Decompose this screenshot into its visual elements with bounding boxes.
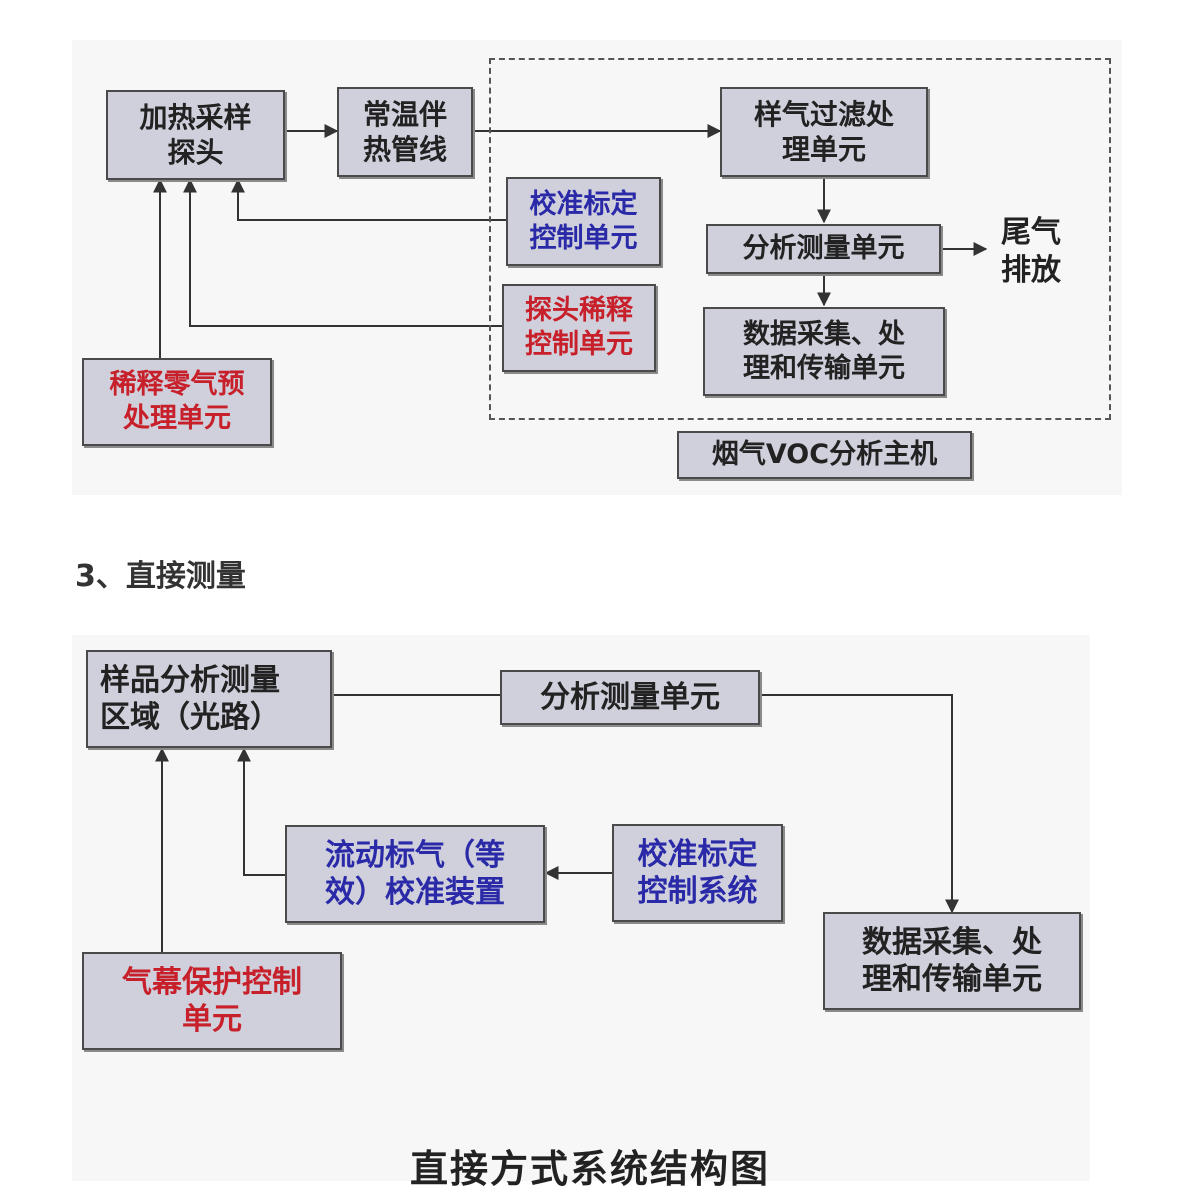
flow-calibration-device-box: 流动标气（等 效）校准装置: [285, 825, 545, 923]
analysis-measurement-unit-label: 分析测量单元: [540, 679, 720, 715]
filter-unit-box: 样气过滤处 理单元: [720, 87, 928, 177]
heated-sampling-probe-label: 加热采样 探头: [139, 101, 252, 169]
heat-traced-line-box: 常温伴 热管线: [337, 87, 473, 177]
calibration-control-box: 校准标定 控制单元: [506, 177, 661, 266]
probe-dilution-control-label: 探头稀释 控制单元: [525, 295, 633, 360]
analyzer-host-boundary: [489, 58, 1111, 420]
arrow-flow-to-sample: [237, 747, 285, 876]
calibration-control-system-box: 校准标定 控制系统: [612, 824, 783, 922]
air-curtain-protection-label: 气幕保护控制 单元: [122, 964, 302, 1038]
data-transmission-unit-box: 数据采集、处 理和传输单元: [823, 912, 1081, 1010]
air-curtain-protection-box: 气幕保护控制 单元: [82, 952, 342, 1050]
data-processing-unit-box: 数据采集、处 理和传输单元: [703, 307, 945, 396]
sample-measurement-area-box: 样品分析测量 区域（光路）: [86, 650, 332, 748]
heat-traced-line-label: 常温伴 热管线: [362, 98, 447, 166]
filter-unit-label: 样气过滤处 理单元: [753, 98, 894, 166]
dilution-gas-pretreatment-label: 稀释零气预 处理单元: [109, 369, 245, 434]
section-heading: 3、直接测量: [75, 559, 246, 594]
dilution-gas-pretreatment-box: 稀释零气预 处理单元: [82, 358, 272, 446]
arrow-calibration-to-probe: [231, 178, 508, 221]
data-processing-unit-label: 数据采集、处 理和传输单元: [743, 318, 905, 384]
analyzer-host-label: 烟气VOC分析主机: [711, 439, 938, 471]
probe-dilution-control-box: 探头稀释 控制单元: [502, 284, 656, 372]
analysis-unit-label: 分析测量单元: [742, 233, 905, 265]
flow-calibration-device-label: 流动标气（等 效）校准装置: [325, 837, 505, 911]
analysis-measurement-unit-box: 分析测量单元: [500, 670, 760, 725]
analyzer-host-box: 烟气VOC分析主机: [677, 431, 972, 479]
arrow-dilution-control-to-probe: [183, 178, 502, 327]
analysis-unit-box: 分析测量单元: [706, 224, 941, 274]
heated-sampling-probe-box: 加热采样 探头: [106, 90, 285, 180]
calibration-control-label: 校准标定 控制单元: [529, 188, 638, 254]
sample-measurement-area-label: 样品分析测量 区域（光路）: [100, 662, 280, 736]
diagram-caption: 直接方式系统结构图: [409, 1147, 770, 1191]
arrow-analysis-to-data: [760, 694, 959, 914]
exhaust-label: 尾气 排放: [1001, 215, 1061, 288]
calibration-control-system-label: 校准标定 控制系统: [637, 836, 758, 910]
data-transmission-unit-label: 数据采集、处 理和传输单元: [862, 924, 1042, 998]
